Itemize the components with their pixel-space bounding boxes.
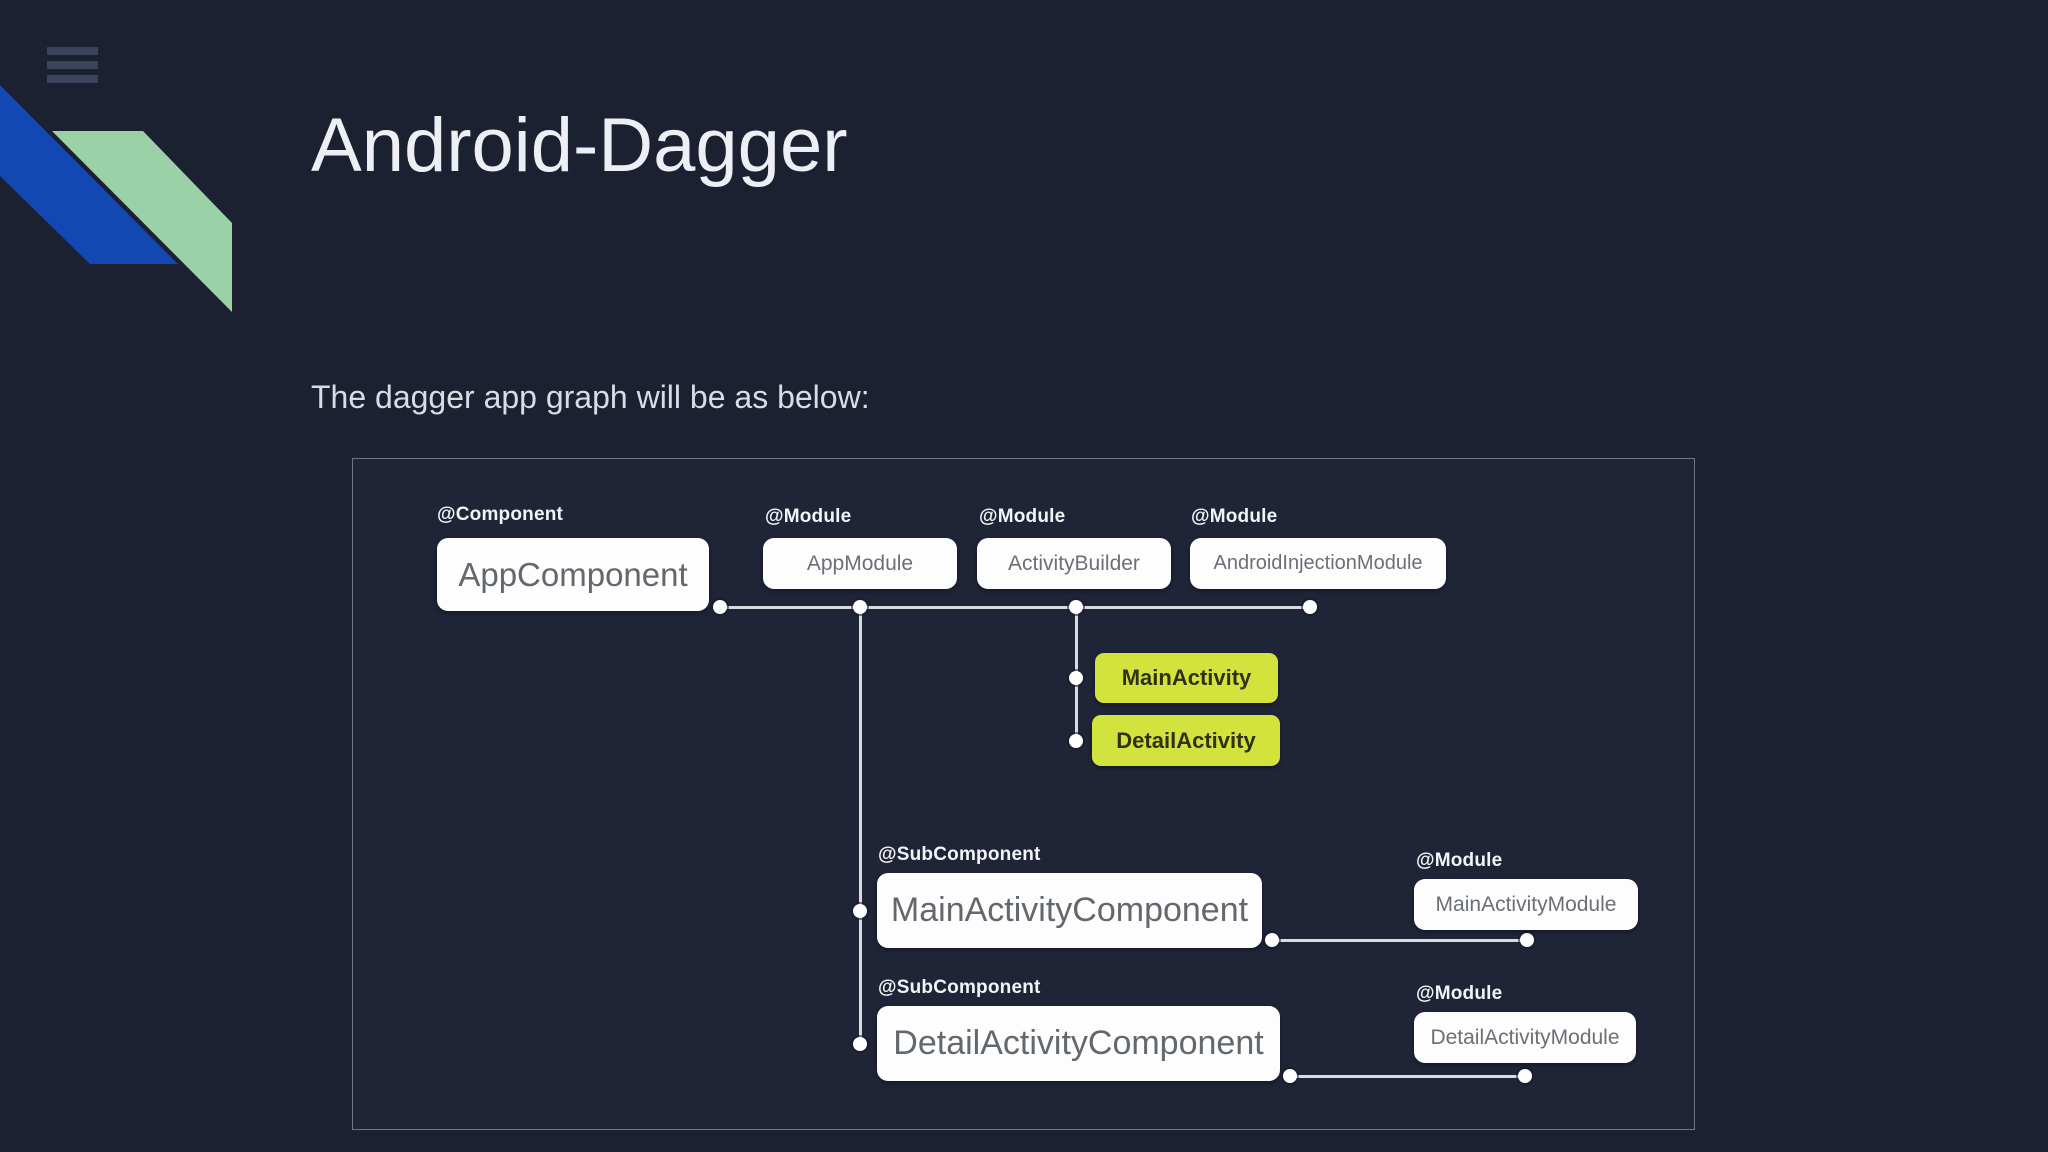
intro-text: The dagger app graph will be as below: — [311, 379, 870, 415]
annotation-component: @Component — [437, 504, 564, 525]
annotation-subcomponent: @SubComponent — [878, 844, 1041, 865]
node-app-component: AppComponent — [437, 538, 709, 611]
hamburger-icon — [47, 75, 98, 83]
ribbon-green-stripe — [52, 131, 232, 312]
node-detail-activity-component: DetailActivityComponent — [877, 1006, 1280, 1081]
node-activity-builder: ActivityBuilder — [977, 538, 1171, 589]
connector-dot — [853, 600, 867, 614]
connector-dot — [1069, 600, 1083, 614]
node-main-activity-component: MainActivityComponent — [877, 873, 1262, 948]
connector-dot — [1069, 734, 1083, 748]
connector-dot — [1520, 933, 1534, 947]
connector-bus-line — [720, 606, 1310, 609]
annotation-module: @Module — [1416, 850, 1503, 871]
node-android-injection-module: AndroidInjectionModule — [1190, 538, 1446, 589]
annotation-module: @Module — [765, 506, 852, 527]
connector-dot — [1265, 933, 1279, 947]
connector-dot — [1283, 1069, 1297, 1083]
node-detail-activity: DetailActivity — [1092, 715, 1280, 766]
node-main-activity: MainActivity — [1095, 653, 1278, 703]
connector-dot — [1069, 671, 1083, 685]
page-title: Android-Dagger — [311, 103, 848, 188]
hamburger-icon — [47, 47, 98, 55]
connector-dot — [713, 600, 727, 614]
connector-detailactivitymodule-line — [1288, 1075, 1526, 1078]
corner-ribbon-decoration — [0, 85, 232, 312]
hamburger-icon — [47, 61, 98, 69]
connector-mainactivitymodule-line — [1270, 939, 1528, 942]
ribbon-blue-stripe — [0, 85, 178, 264]
connector-appmodule-vertical-line — [859, 606, 862, 1046]
annotation-module: @Module — [1416, 983, 1503, 1004]
connector-dot — [853, 1037, 867, 1051]
node-detail-activity-module: DetailActivityModule — [1414, 1012, 1636, 1063]
annotation-module: @Module — [979, 506, 1066, 527]
connector-dot — [1303, 600, 1317, 614]
connector-dot — [1518, 1069, 1532, 1083]
menu-button[interactable] — [47, 47, 98, 84]
node-app-module: AppModule — [763, 538, 957, 589]
annotation-module: @Module — [1191, 506, 1278, 527]
connector-dot — [853, 904, 867, 918]
node-main-activity-module: MainActivityModule — [1414, 879, 1638, 930]
annotation-subcomponent: @SubComponent — [878, 977, 1041, 998]
